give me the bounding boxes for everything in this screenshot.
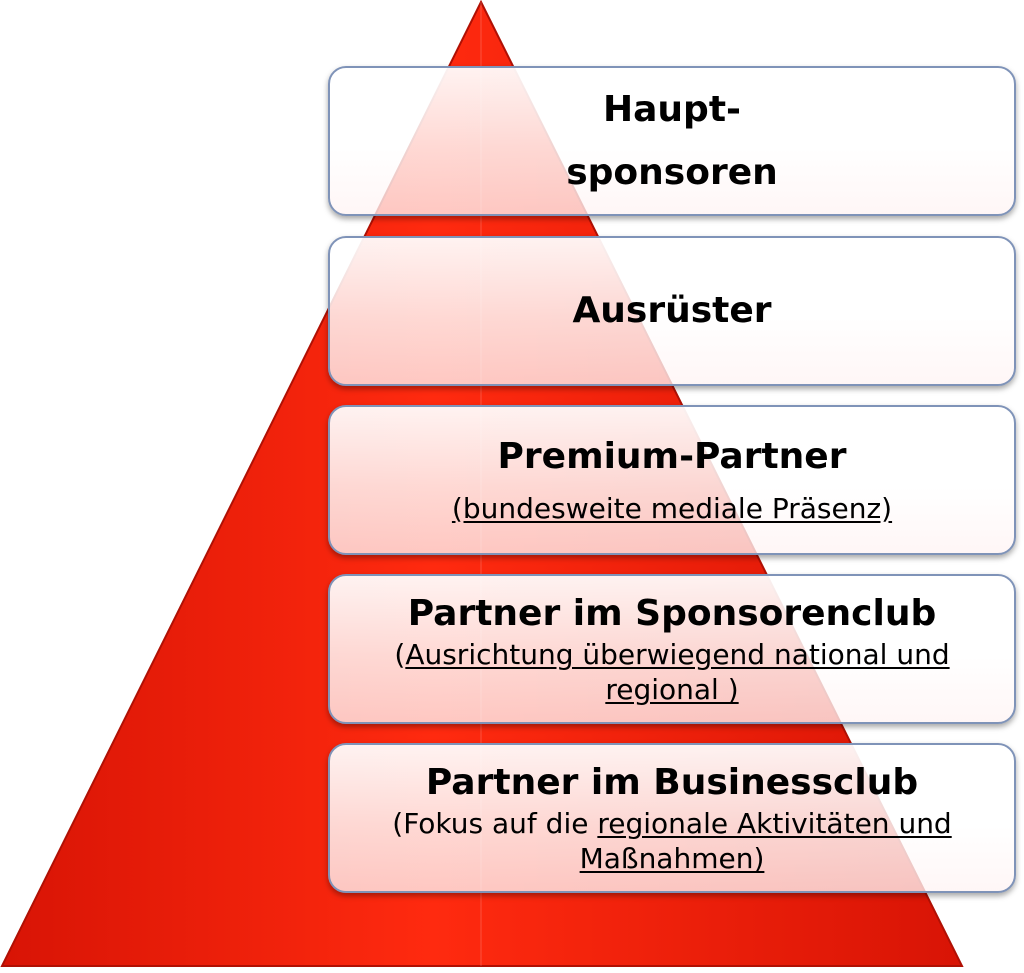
tier-businessclub: Partner im Businessclub (Fokus auf die r… xyxy=(328,743,1016,893)
tier-subtitle: (bundesweite mediale Präsenz) xyxy=(451,491,893,525)
tier-title: Haupt- sponsoren xyxy=(566,89,778,193)
tier-ausruester: Ausrüster xyxy=(328,236,1016,386)
tier-title: Premium-Partner xyxy=(497,436,847,478)
tier-title: Partner im Sponsorenclub xyxy=(407,592,937,634)
tier-sponsorenclub: Partner im Sponsorenclub (Ausrichtung üb… xyxy=(328,574,1016,724)
tier-subtitle: (Fokus auf die regionale Aktivitäten und xyxy=(392,807,952,841)
tier-title: Partner im Businessclub xyxy=(425,761,919,803)
tier-subtitle-line2: regional ) xyxy=(605,673,739,707)
tier-subtitle: (Ausrichtung überwiegend national und xyxy=(394,638,950,672)
tier-subtitle-line2: Maßnahmen) xyxy=(579,842,765,876)
tier-hauptsponsoren: Haupt- sponsoren xyxy=(328,66,1016,216)
tier-title: Ausrüster xyxy=(572,289,772,331)
tier-premium-partner: Premium-Partner (bundesweite mediale Prä… xyxy=(328,405,1016,555)
